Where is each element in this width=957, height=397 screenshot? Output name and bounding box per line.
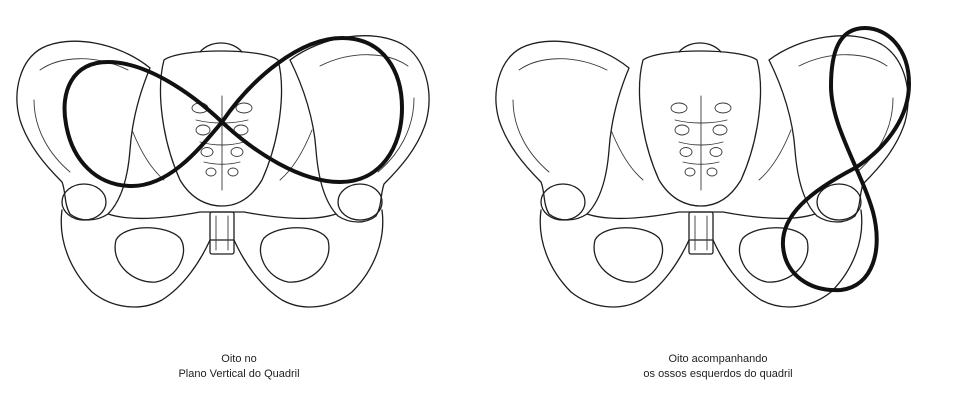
caption-right-line1: Oito acompanhando bbox=[479, 352, 957, 367]
figure-left: Oito no Plano Vertical do Quadril bbox=[0, 0, 478, 397]
caption-right: Oito acompanhando os ossos esquerdos do … bbox=[479, 352, 957, 382]
figure-right: Oito acompanhando os ossos esquerdos do … bbox=[479, 0, 957, 397]
caption-left: Oito no Plano Vertical do Quadril bbox=[0, 352, 478, 382]
caption-right-line2: os ossos esquerdos do quadril bbox=[479, 367, 957, 382]
pelvis-illustration-left bbox=[0, 0, 478, 345]
pelvis-bones bbox=[17, 36, 429, 307]
caption-left-line2: Plano Vertical do Quadril bbox=[0, 367, 478, 382]
pelvis-illustration-right bbox=[479, 0, 957, 345]
figure-eight-path-vertical bbox=[783, 28, 909, 290]
caption-left-line1: Oito no bbox=[0, 352, 478, 367]
